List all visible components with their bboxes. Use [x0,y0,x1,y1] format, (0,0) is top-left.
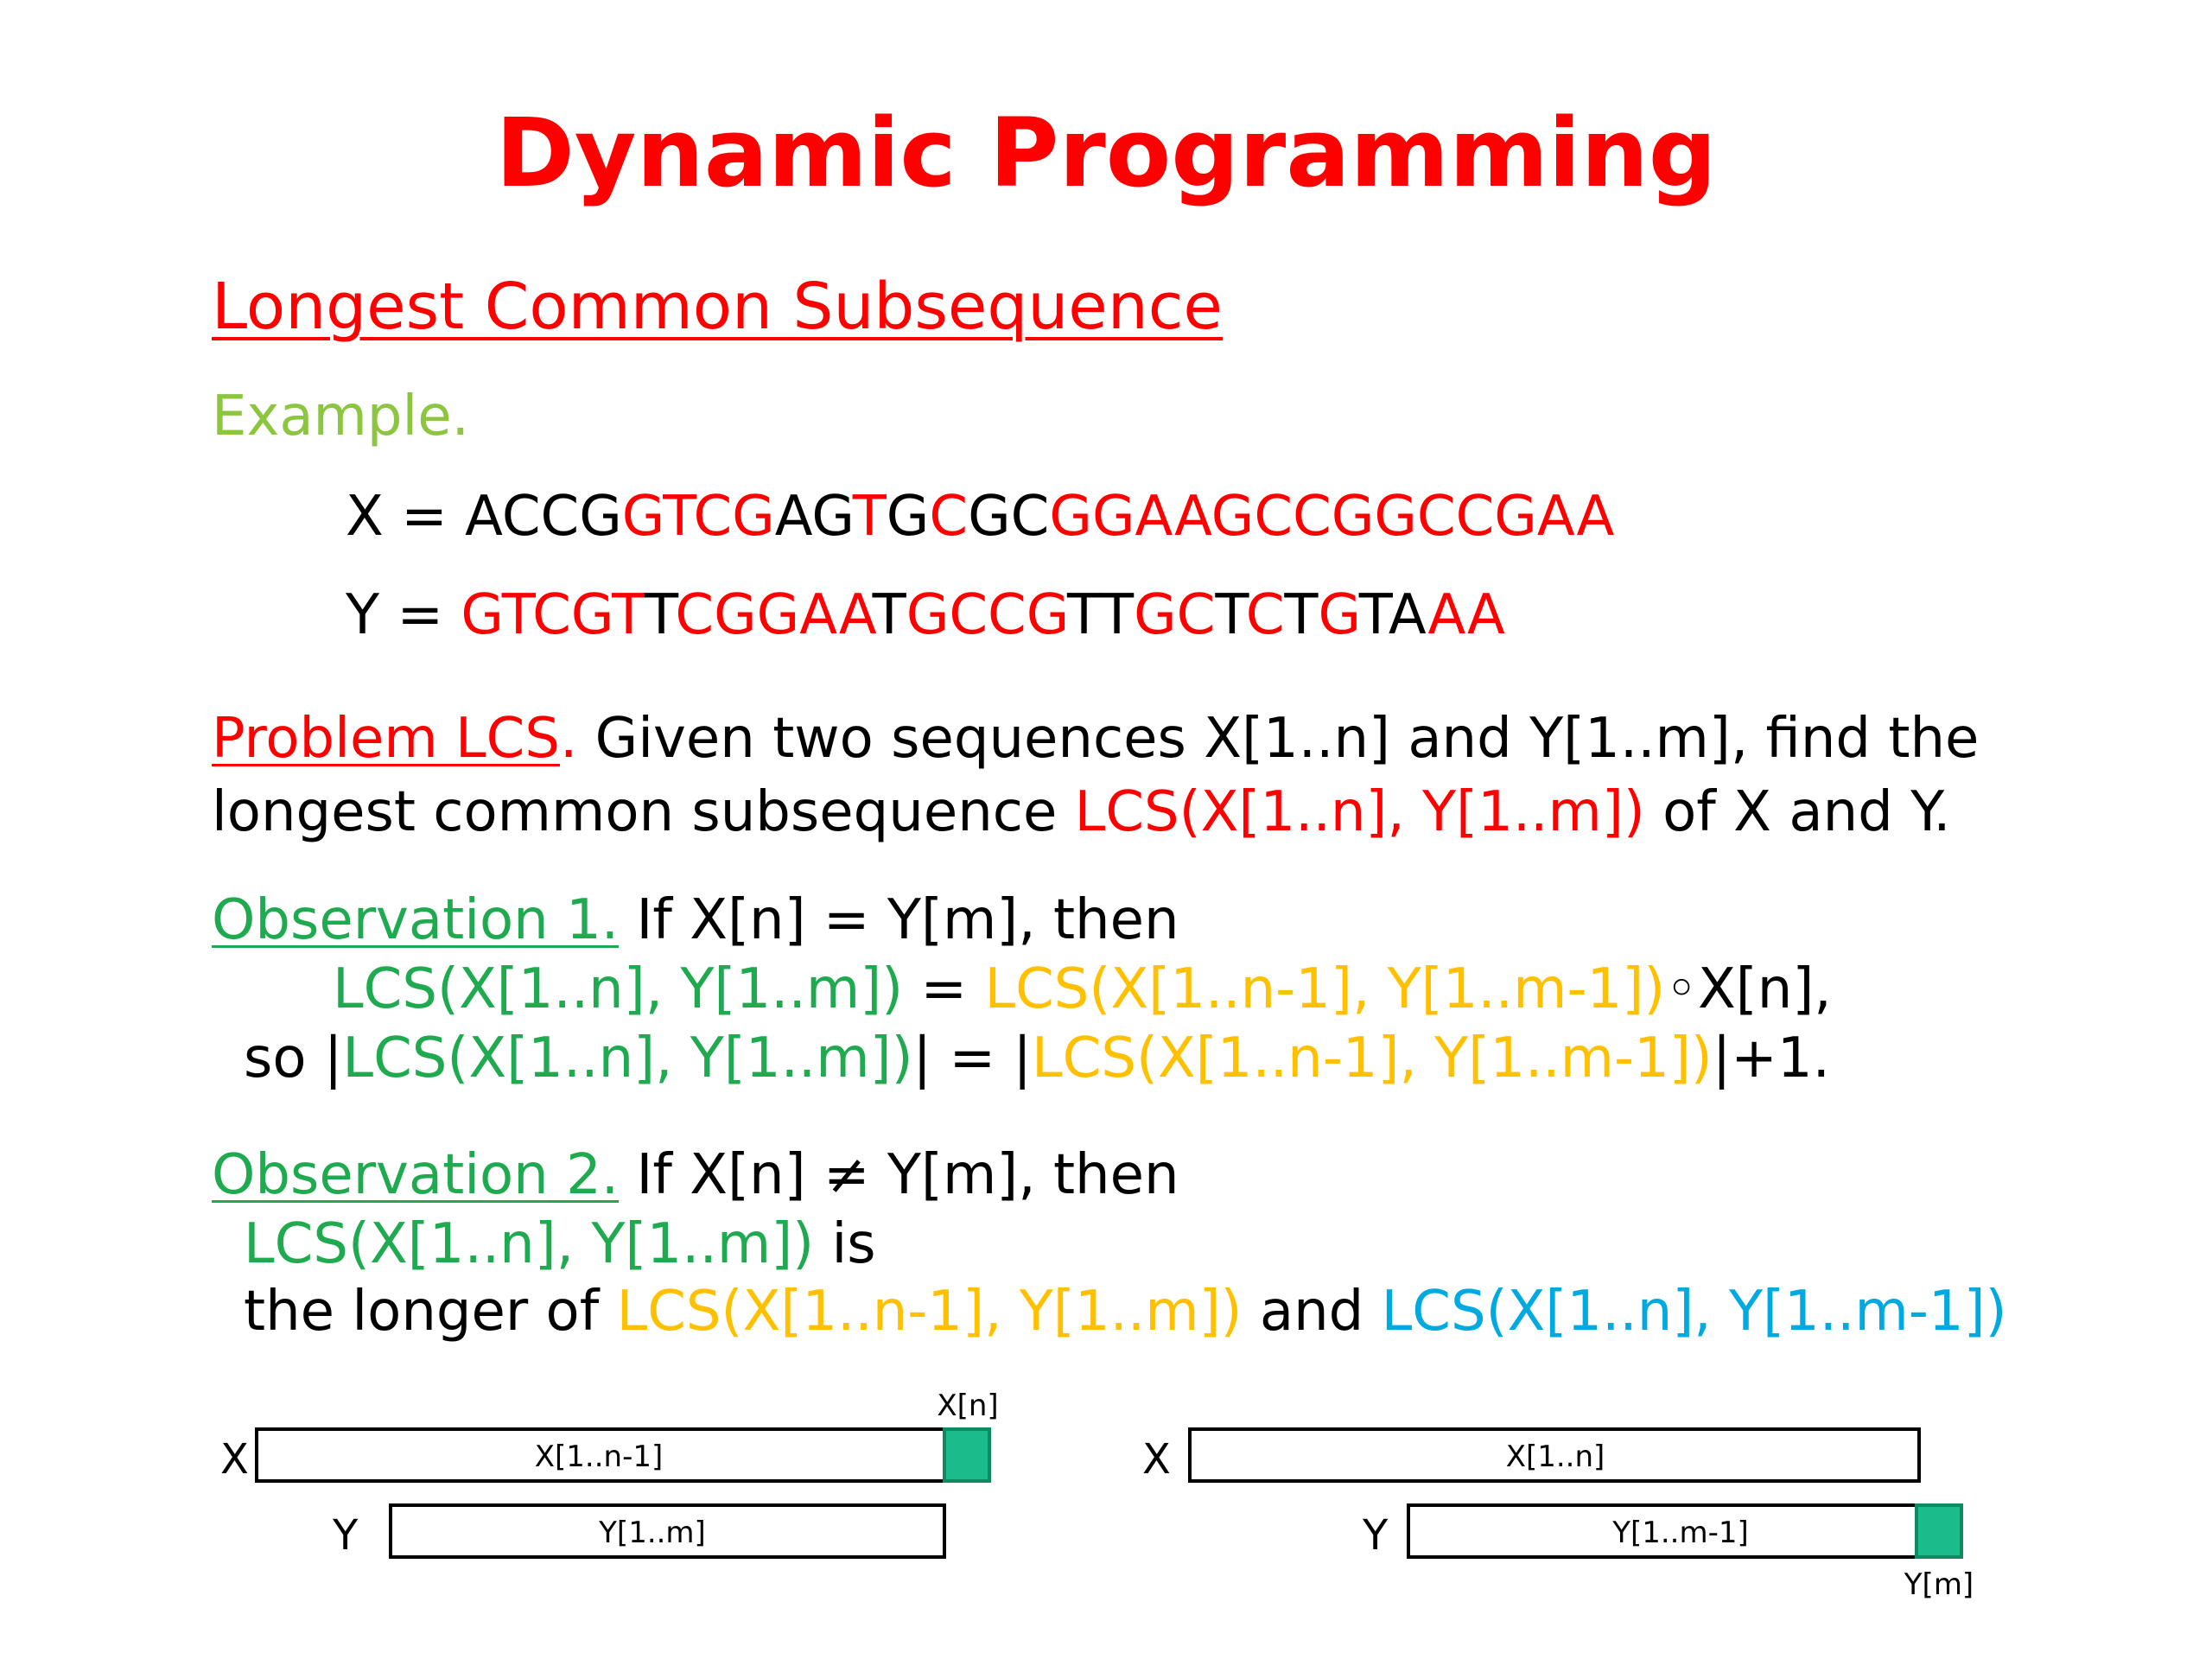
obs1-l3-run-0: so | [244,1027,343,1090]
seq-y-run-12: TA [1358,583,1428,647]
seq-y-run-8: T [1215,583,1246,647]
problem-l1-run-0: Problem LCS [212,707,560,771]
obs1-l3-run-3: LCS(X[1..n-1], Y[1..m-1]) [1031,1027,1713,1090]
sequence-y: Y = GTCGTTCGGAATGCCGTTGCTCTGTAAA [346,581,1505,650]
obs2-l2-run-1: is [814,1212,876,1276]
seq-x-run-0: X = ACCG [346,485,622,549]
diagram-1-x-bar-label: X[1..n-1] [535,1440,664,1474]
diagram-2-end-cell [1915,1503,1963,1559]
observation-2-line-2: LCS(X[1..n], Y[1..m]) is [244,1210,876,1279]
diagram-1-end-label: X[n] [937,1389,998,1423]
seq-x-run-6: GC [968,485,1050,549]
seq-y-run-4: T [872,583,906,647]
seq-x-run-7: GGAAGCCGGCCGAA [1049,485,1615,549]
obs2-l3-run-0: the longer of [244,1280,617,1344]
seq-y-run-0: Y = [346,583,461,647]
obs1-l3-run-2: | = | [912,1027,1032,1090]
seq-y-run-13: AA [1427,583,1505,647]
obs2-l3-run-2: and [1242,1280,1382,1344]
obs1-l3-run-4: |+1. [1712,1027,1830,1090]
seq-y-run-10: T [1284,583,1319,647]
diagram-2-x-bar-label: X[1..n] [1506,1440,1605,1474]
observation-2-line-1: Observation 2. If X[n] ≠ Y[m], then [212,1141,1179,1210]
observation-1-line-1: Observation 1. If X[n] = Y[m], then [212,886,1179,955]
seq-x-run-1: GTCG [621,485,775,549]
example-label: Example. [212,385,469,448]
diagram-2-x-bar [1188,1427,1921,1483]
seq-y-run-1: GTCGT [461,583,645,647]
diagram-2: X X[1..n] Y Y[1..m-1] Y[m] [1142,1427,1974,1602]
diagram-1-x-label: X [220,1435,249,1484]
obs2-l3-run-1: LCS(X[1..n-1], Y[1..m]) [616,1280,1243,1344]
obs1-l1-run-1: If X[n] = Y[m], then [619,888,1179,952]
diagram-2-x-label: X [1142,1435,1171,1484]
observation-1-line-2: LCS(X[1..n], Y[1..m]) = LCS(X[1..n-1], Y… [333,955,1832,1024]
obs2-l1-run-1: If X[n] ≠ Y[m], then [619,1143,1179,1207]
seq-x-run-2: AG [774,485,853,549]
diagram-1-y-bar [389,1503,946,1559]
slide-subtitle: Longest Common Subsequence [212,270,1223,344]
obs1-l2-run-1: = [903,957,985,1021]
seq-x-run-5: C [929,485,969,549]
diagram-2-y-bar [1407,1503,1963,1559]
diagram-1-y-bar-label: Y[1..m] [598,1516,706,1550]
problem-l1-run-1: . [559,707,578,771]
seq-y-run-9: C [1245,583,1285,647]
seq-y-run-2: T [645,583,676,647]
obs1-l2-run-2: LCS(X[1..n-1], Y[1..m-1]) [984,957,1666,1021]
obs1-l2-run-3: ◦X[n], [1665,957,1832,1021]
obs2-l3-run-3: LCS(X[1..n], Y[1..m-1]) [1381,1280,2007,1344]
seq-y-run-5: GCCG [906,583,1067,647]
problem-l2-run-0: longest common subsequence [212,780,1075,844]
seq-y-run-7: GC [1134,583,1216,647]
sequence-x: X = ACCGGTCGAGTGCGCGGAAGCCGGCCGAA [346,482,1614,551]
diagram-2-y-bar-label: Y[1..m-1] [1611,1516,1749,1550]
observation-2-line-3: the longer of LCS(X[1..n-1], Y[1..m]) an… [244,1277,2007,1346]
seq-y-run-3: CGGAA [675,583,873,647]
seq-x-run-4: G [886,485,930,549]
seq-x-run-3: T [852,485,887,549]
problem-l2-run-2: of X and Y. [1644,780,1951,844]
diagram-1: X X[1..n-1] X[n] Y Y[1..m] [220,1389,999,1560]
diagram-1-y-label: Y [332,1511,359,1560]
obs2-l1-run-0: Observation 2. [212,1143,620,1207]
obs1-l1-run-0: Observation 1. [212,888,620,952]
diagram-1-end-cell [943,1427,991,1483]
problem-l2-run-1: LCS(X[1..n], Y[1..m]) [1074,780,1645,844]
obs1-l2-run-0: LCS(X[1..n], Y[1..m]) [333,957,904,1021]
problem-line-2: longest common subsequence LCS(X[1..n], … [212,778,1951,847]
obs2-l2-run-0: LCS(X[1..n], Y[1..m]) [244,1212,815,1276]
slide-title: Dynamic Programming [495,98,1717,208]
problem-line-1: Problem LCS. Given two sequences X[1..n]… [212,704,1979,773]
seq-y-run-11: G [1318,583,1359,647]
diagram-2-y-label: Y [1362,1511,1389,1560]
observation-1-line-3: so |LCS(X[1..n], Y[1..m])| = |LCS(X[1..n… [244,1024,1830,1093]
obs1-l3-run-1: LCS(X[1..n], Y[1..m]) [342,1027,913,1090]
seq-y-run-6: TT [1067,583,1135,647]
problem-l1-run-2: Given two sequences X[1..n] and Y[1..m],… [577,707,1980,771]
diagram-2-end-label: Y[m] [1904,1567,1974,1602]
